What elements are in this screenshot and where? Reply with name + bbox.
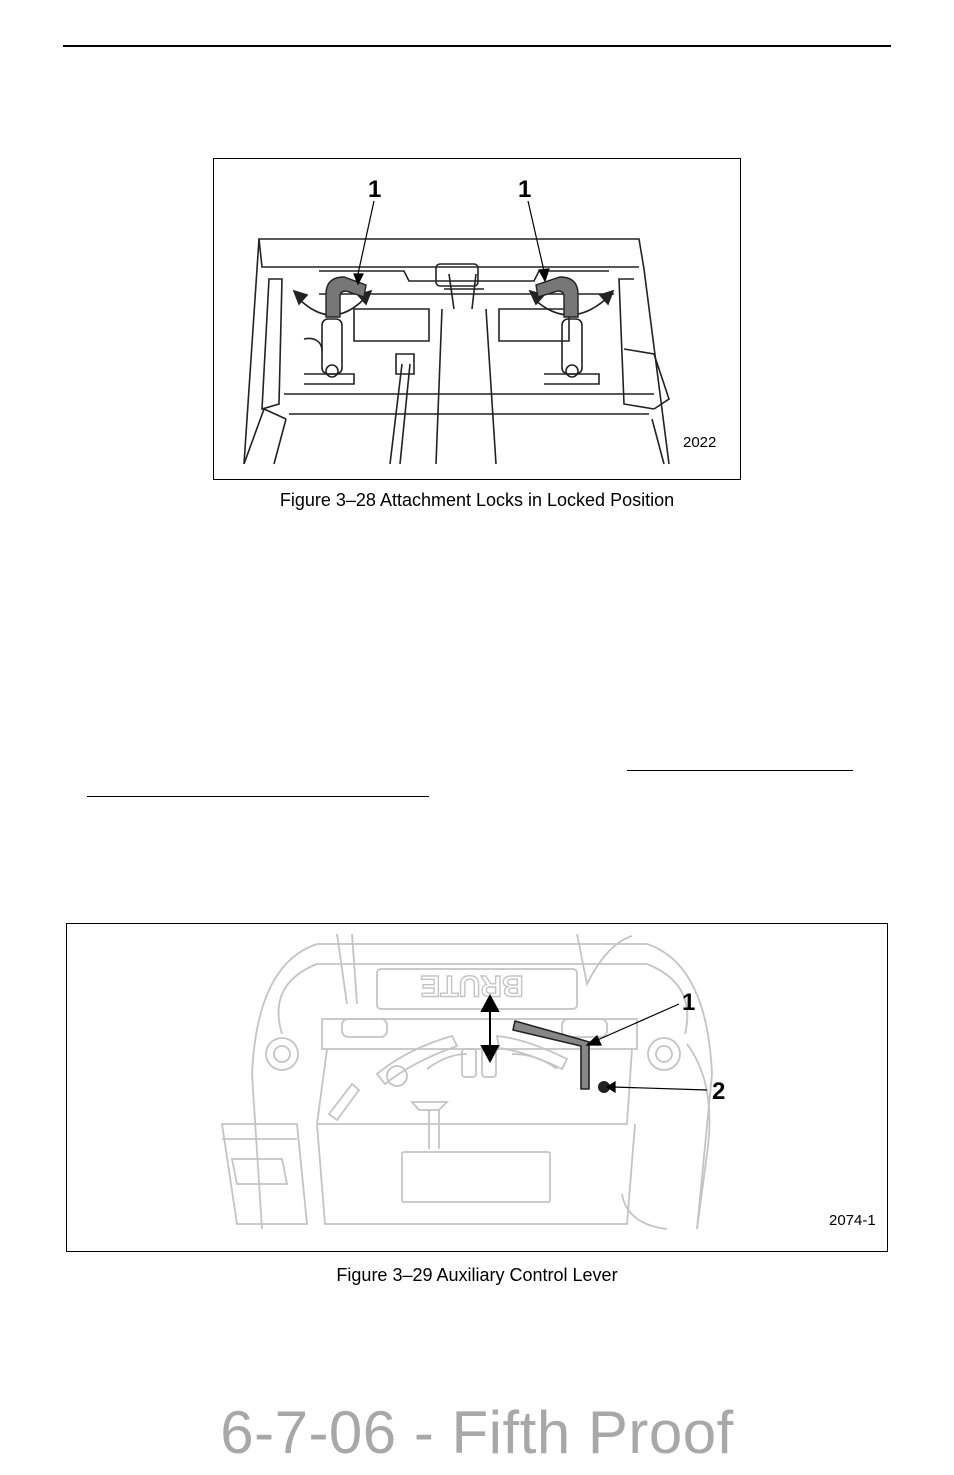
figure-3-28-caption: Figure 3–28 Attachment Locks in Locked P… xyxy=(279,490,675,510)
callout-1-right: 1 xyxy=(518,176,532,203)
callout-1: 1 xyxy=(682,989,696,1016)
figure-3-29-caption: Figure 3–29 Auxiliary Control Lever xyxy=(336,1265,618,1285)
callout-1-left: 1 xyxy=(368,176,382,203)
figure-code: 2074-1 xyxy=(829,1212,876,1229)
link-underline-1 xyxy=(627,770,853,772)
callout-2: 2 xyxy=(712,1078,726,1105)
figure-code: 2022 xyxy=(683,434,717,451)
brute-decal: BRUTE xyxy=(420,969,523,1002)
figure-3-29: BRUTE 1 2 2074-1 xyxy=(66,923,888,1252)
figure-3-28: 1 1 2022 xyxy=(213,158,741,480)
header-rule xyxy=(63,45,891,47)
proof-watermark: 6-7-06 - Fifth Proof xyxy=(220,1399,734,1466)
link-underline-2 xyxy=(87,796,429,798)
auxiliary-control-illustration: BRUTE xyxy=(220,933,713,1230)
attachment-locks-illustration xyxy=(243,200,670,465)
